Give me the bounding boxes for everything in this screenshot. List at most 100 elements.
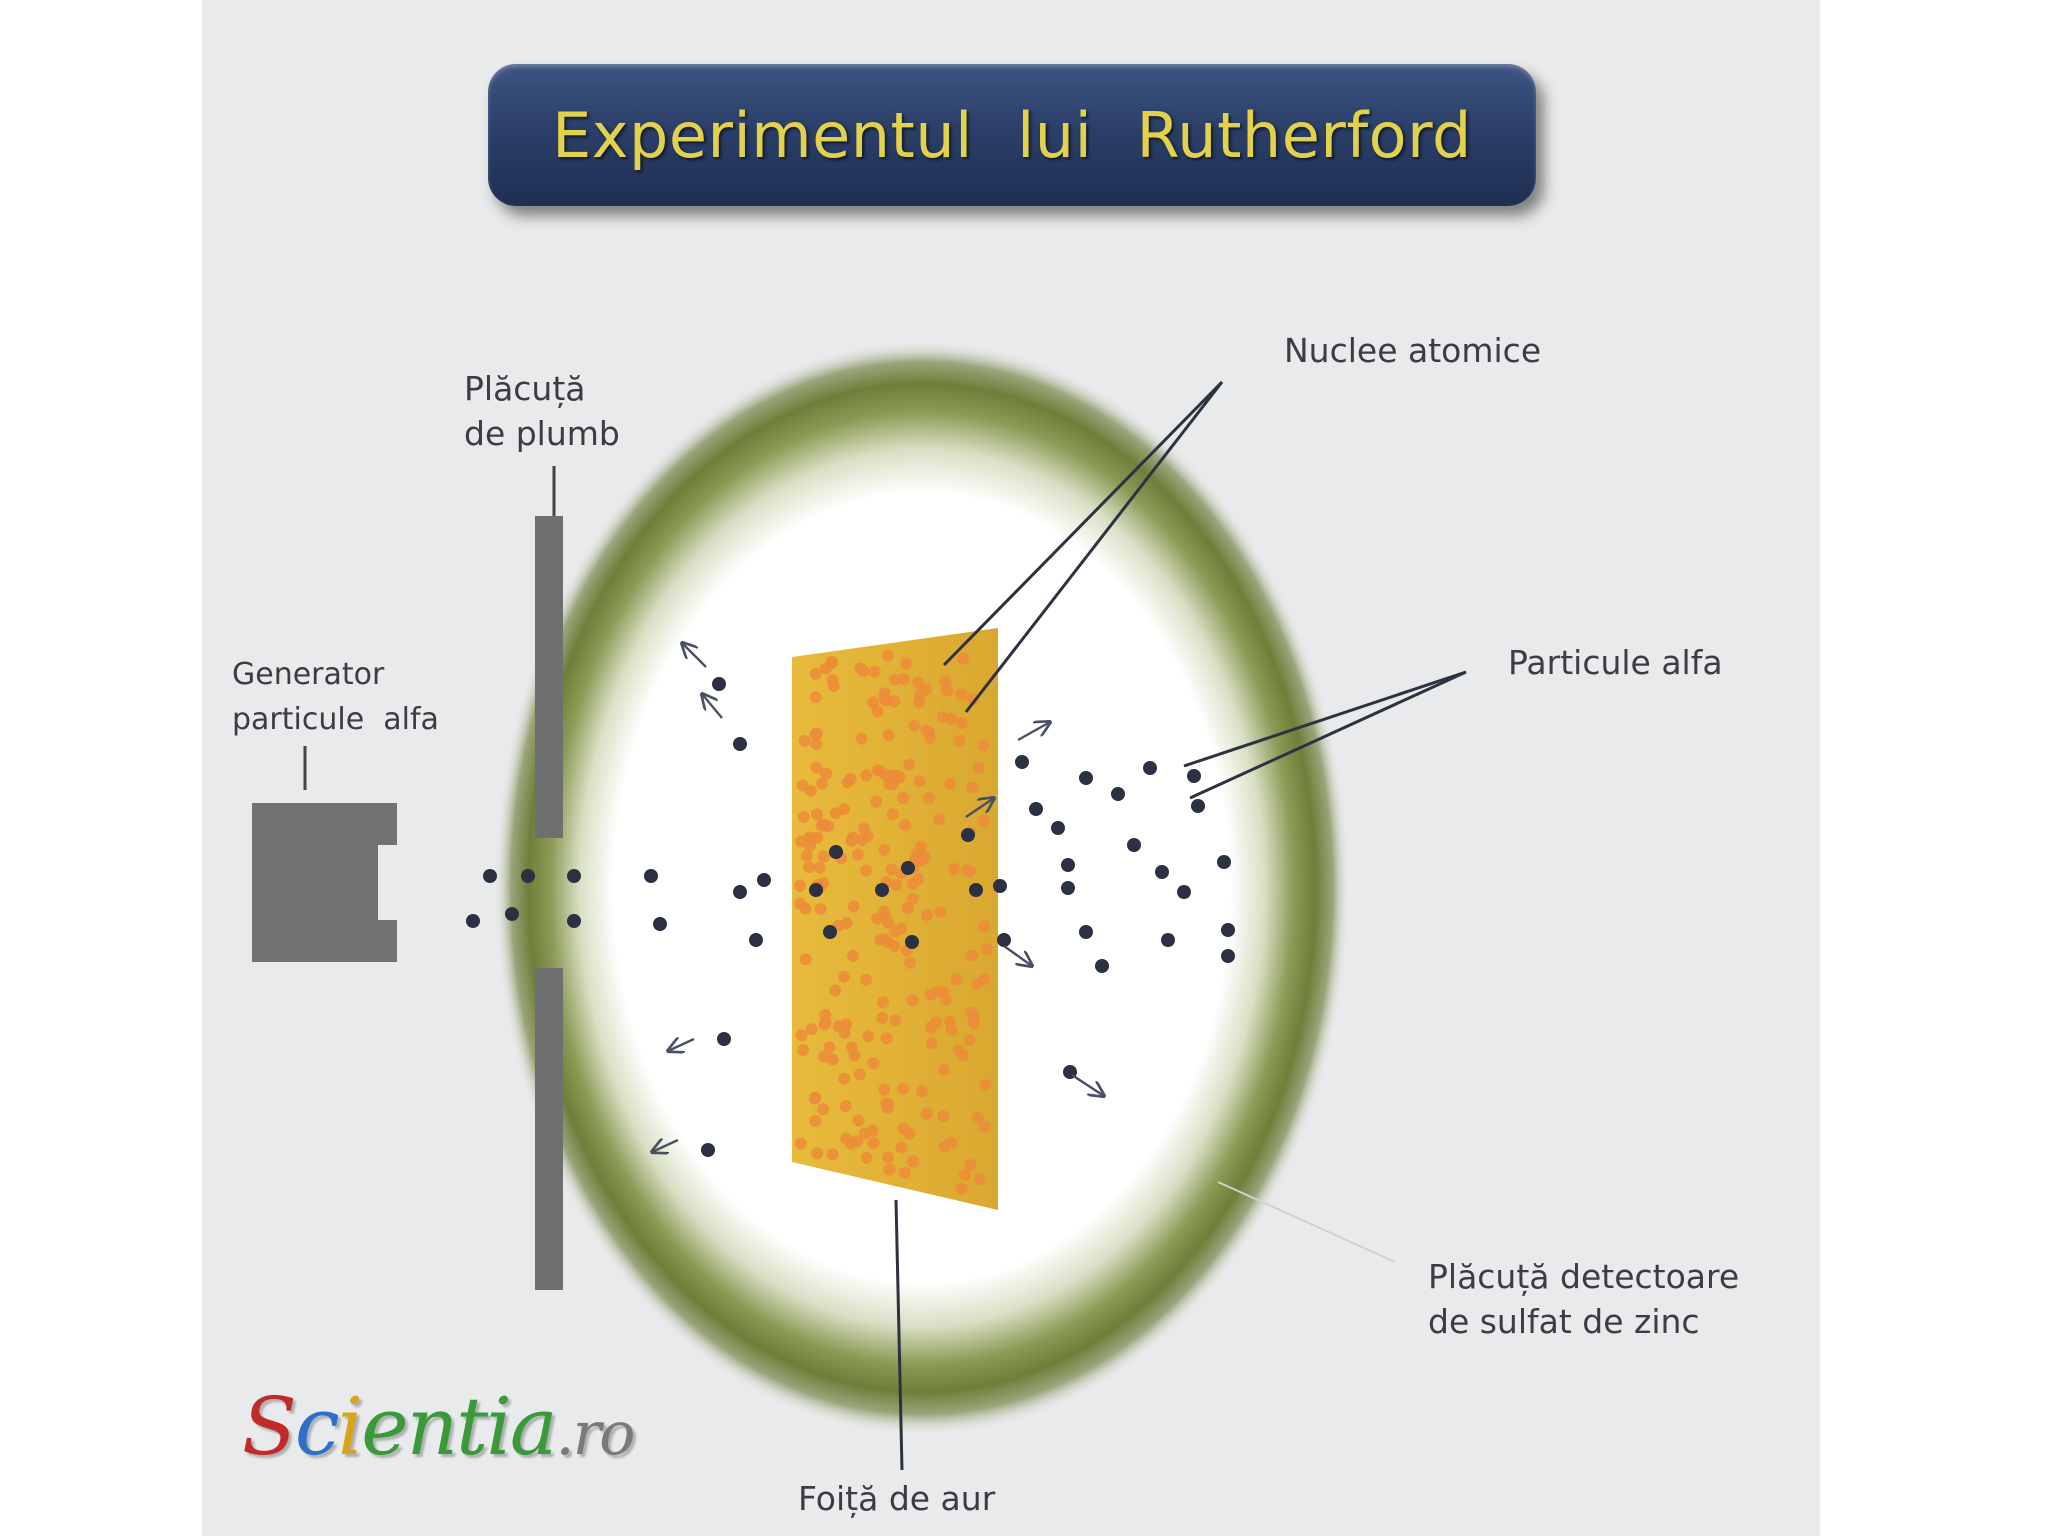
nucleus-dot bbox=[874, 765, 887, 777]
alpha-particle bbox=[809, 883, 823, 897]
nucleus-dot bbox=[979, 1078, 992, 1091]
nucleus-dot bbox=[938, 1063, 951, 1076]
page-title: Experimentul lui Rutherford bbox=[552, 98, 1472, 172]
nucleus-dot bbox=[934, 906, 947, 919]
nucleus-dot bbox=[924, 1021, 937, 1034]
nucleus-dot bbox=[855, 732, 868, 745]
nucleus-dot bbox=[826, 674, 839, 686]
nucleus-dot bbox=[882, 649, 894, 662]
nucleus-dot bbox=[945, 712, 958, 725]
nucleus-dot bbox=[921, 909, 934, 922]
nucleus-dot bbox=[817, 850, 830, 863]
nucleus-dot bbox=[838, 970, 851, 983]
alpha-particle bbox=[1079, 771, 1093, 785]
nucleus-dot bbox=[924, 732, 936, 744]
alpha-particle bbox=[1187, 769, 1201, 783]
nucleus-dot bbox=[882, 1151, 894, 1164]
nucleus-dot bbox=[897, 792, 910, 805]
nucleus-dot bbox=[972, 761, 985, 774]
nucleus-dot bbox=[797, 1044, 810, 1056]
nucleus-dot bbox=[870, 795, 883, 808]
nucleus-dot bbox=[900, 657, 913, 670]
scientia-logo: Scientia.ro bbox=[242, 1380, 635, 1473]
nucleus-dot bbox=[903, 758, 916, 771]
nucleus-dot bbox=[950, 973, 963, 986]
nucleus-dot bbox=[871, 912, 884, 925]
nucleus-dot bbox=[966, 693, 979, 706]
nucleus-dot bbox=[826, 1148, 839, 1161]
nucleus-dot bbox=[794, 1137, 807, 1150]
nucleus-dot bbox=[868, 665, 881, 678]
nucleus-dot bbox=[906, 994, 919, 1007]
nucleus-dot bbox=[886, 808, 899, 821]
alpha-particle bbox=[505, 907, 519, 921]
nucleus-dot bbox=[840, 917, 853, 930]
alpha-particle bbox=[733, 737, 747, 751]
alpha-particle bbox=[1061, 881, 1075, 895]
lead-plate-bottom bbox=[535, 968, 563, 1290]
nucleus-dot bbox=[803, 861, 816, 874]
nucleus-dot bbox=[847, 831, 859, 844]
alpha-particle bbox=[567, 914, 581, 928]
nucleus-dot bbox=[878, 692, 891, 705]
nucleus-dot bbox=[800, 849, 813, 862]
nucleus-dot bbox=[876, 1011, 889, 1024]
nucleus-dot bbox=[980, 943, 993, 956]
nucleus-dot bbox=[805, 1023, 818, 1036]
nucleus-dot bbox=[912, 676, 925, 689]
nucleus-dot bbox=[957, 652, 970, 665]
alpha-particle bbox=[1079, 925, 1093, 939]
alpha-particle bbox=[1217, 855, 1231, 869]
nucleus-dot bbox=[817, 1103, 830, 1116]
detector-label: Plăcuță detectoare de sulfat de zinc bbox=[1428, 1257, 1740, 1341]
nucleus-dot bbox=[867, 1137, 880, 1150]
nucleus-dot bbox=[845, 1041, 858, 1054]
alpha-particle bbox=[749, 933, 763, 947]
alpha-particle bbox=[1095, 959, 1109, 973]
nucleus-dot bbox=[931, 985, 944, 998]
nucleus-dot bbox=[938, 1140, 951, 1153]
alpha-particle bbox=[1143, 761, 1157, 775]
nucleus-dot bbox=[888, 695, 901, 708]
alpha-particle bbox=[1127, 838, 1141, 852]
nucleus-dot bbox=[889, 925, 902, 938]
nucleus-dot bbox=[977, 814, 990, 827]
nucleus-dot bbox=[972, 1111, 984, 1124]
nucleus-dot bbox=[978, 1120, 991, 1133]
nucleus-dot bbox=[965, 1006, 977, 1019]
alpha-particle bbox=[1111, 787, 1125, 801]
nucleus-dot bbox=[810, 738, 823, 751]
alpha-particle bbox=[567, 869, 581, 883]
alpha-particle bbox=[1015, 755, 1029, 769]
nucleus-dot bbox=[860, 864, 873, 877]
nucleus-dot bbox=[879, 933, 892, 946]
alpha-particle bbox=[653, 917, 667, 931]
nucleus-dot bbox=[936, 711, 949, 724]
nucleus-dot bbox=[867, 1057, 880, 1070]
nucleus-dot bbox=[958, 1168, 971, 1181]
nucleus-dot bbox=[809, 1115, 822, 1127]
nucleus-dot bbox=[901, 902, 914, 915]
nucleus-dot bbox=[798, 734, 811, 747]
alpha-particle bbox=[1051, 821, 1065, 835]
nucleus-dot bbox=[933, 813, 946, 826]
nucleus-dot bbox=[880, 1032, 893, 1045]
nucleus-dot bbox=[923, 792, 935, 805]
alpha-particle bbox=[733, 885, 747, 899]
alpha-particle bbox=[1161, 933, 1175, 947]
nucleus-dot bbox=[814, 903, 827, 915]
nucleus-dot bbox=[963, 1034, 976, 1046]
alpha-particle bbox=[1177, 885, 1191, 899]
nucleus-dot bbox=[904, 956, 916, 969]
nucleus-dot bbox=[960, 864, 973, 877]
nucleus-dot bbox=[953, 735, 966, 748]
nucleus-dot bbox=[920, 1107, 933, 1120]
alpha-particle bbox=[717, 1032, 731, 1046]
nucleus-dot bbox=[856, 833, 869, 846]
nucleus-dot bbox=[811, 1147, 824, 1160]
alpha-particle bbox=[644, 869, 658, 883]
nucleus-dot bbox=[955, 716, 968, 729]
nucleus-dot bbox=[815, 819, 828, 832]
alpha-particle bbox=[829, 845, 843, 859]
nucleus-dot bbox=[893, 771, 906, 784]
